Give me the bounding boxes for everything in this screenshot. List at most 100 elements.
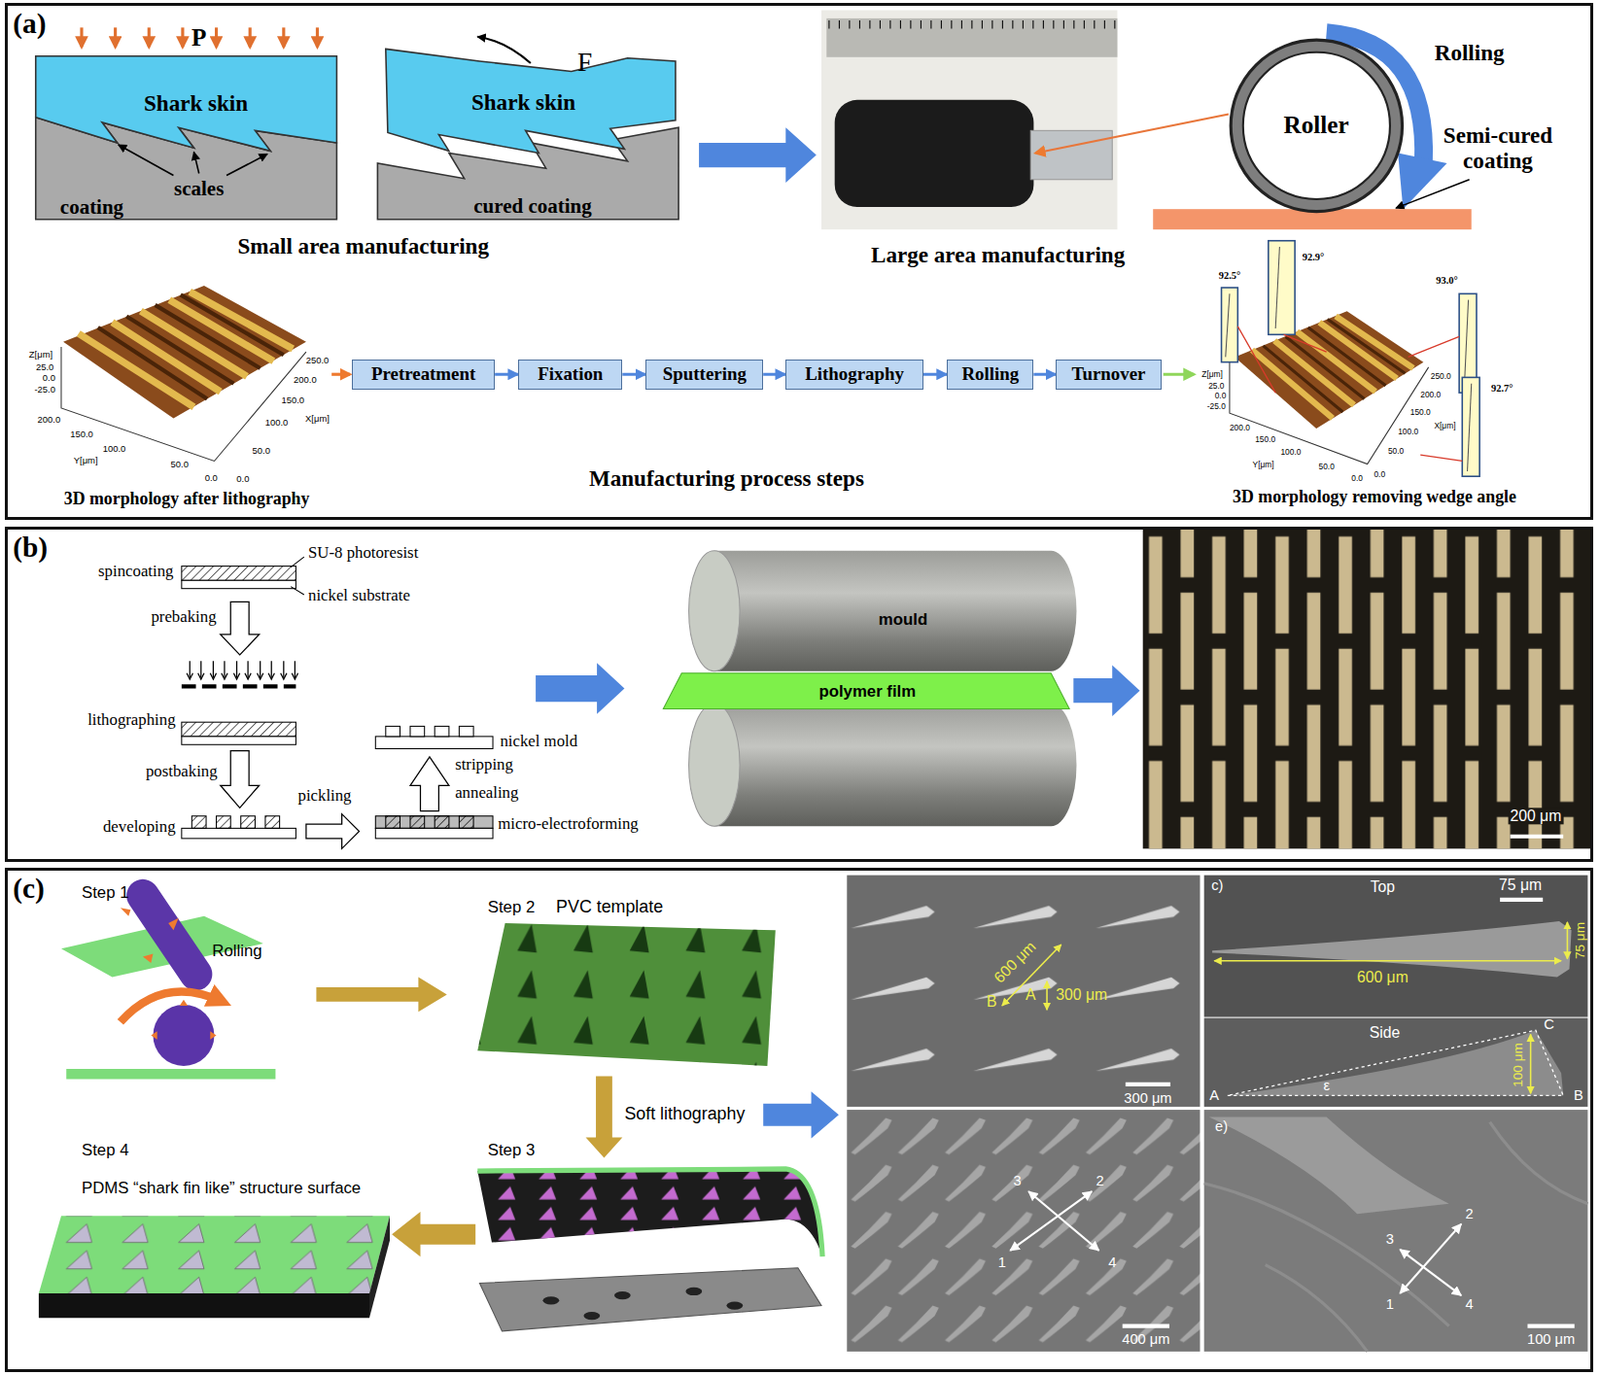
- text-label: mould: [878, 611, 928, 629]
- text-label: 0.0: [1215, 392, 1227, 402]
- text-label: Manufacturing process steps: [589, 467, 865, 492]
- panel-label: (a): [12, 7, 46, 39]
- text-label: 600 μm: [1356, 969, 1409, 986]
- process-arrows: [1163, 373, 1194, 377]
- text-label: ε: [1322, 1078, 1330, 1094]
- roll-press: [689, 703, 740, 827]
- sem-image: [1399, 1224, 1461, 1294]
- demolding-step: [542, 1296, 559, 1305]
- text-label: B: [1573, 1087, 1584, 1104]
- demolding-step: [583, 1312, 600, 1321]
- fabrication-steps: [186, 673, 298, 680]
- fabrication-steps: [181, 684, 297, 689]
- rolling-arrow: [1152, 33, 1472, 231]
- roll-press: [714, 551, 1078, 672]
- text-label: 200.0: [37, 415, 62, 425]
- angle-inset: [1221, 287, 1239, 363]
- text-label: B: [986, 993, 998, 1010]
- pressure-arrows: [214, 27, 218, 47]
- text-label: scales: [173, 178, 224, 202]
- roll-press: [662, 551, 1077, 827]
- sem-image: [1204, 1110, 1589, 1353]
- demolding-step: [685, 1287, 702, 1296]
- roller-photo: [828, 20, 1115, 29]
- fabrication-steps: [181, 556, 493, 849]
- text-label: 75 μm: [1498, 877, 1542, 895]
- demolding-step: [477, 1169, 823, 1257]
- text-label: A: [1209, 1087, 1219, 1104]
- panel-label: (b): [12, 531, 48, 563]
- demolding-step: [477, 1169, 823, 1257]
- surface-plot: [78, 291, 293, 408]
- text-label: prebaking: [150, 608, 216, 627]
- micro-pattern-image: [1143, 528, 1593, 850]
- shark-skin-mold: [226, 154, 268, 176]
- surface-plot: [61, 347, 307, 462]
- text-label: 0.0: [1351, 475, 1363, 485]
- text-label: 200.0: [293, 374, 317, 384]
- fabrication-steps: [290, 556, 305, 595]
- text-label: lithographing: [87, 711, 175, 730]
- sem-image: [1527, 1324, 1574, 1329]
- panel-label: (c): [12, 872, 45, 905]
- sem-image: [846, 875, 1588, 1353]
- roller-outer: [1230, 39, 1402, 211]
- angle-inset: [1221, 241, 1481, 477]
- text-label: 2: [1096, 1172, 1105, 1188]
- fabrication-steps: [458, 726, 474, 736]
- sem-image: [1045, 981, 1048, 1010]
- shark-skin-mold: [35, 56, 338, 220]
- sem-image: [1499, 898, 1543, 903]
- block-arrow: [1073, 664, 1140, 716]
- text-label: Step 1: [81, 883, 130, 902]
- text-label: Rolling: [1434, 40, 1505, 66]
- text-label: pickling: [298, 787, 352, 805]
- sem-image: [846, 875, 1200, 1108]
- shark-skin-peel: [385, 48, 676, 153]
- demolding-step: [477, 1169, 823, 1257]
- text-label: A: [1025, 986, 1037, 1004]
- process-box: Pretreatment: [351, 359, 495, 390]
- text-label: X[μm]: [1433, 421, 1456, 431]
- flow-arrow: [763, 373, 786, 377]
- text-label: coating: [60, 197, 124, 220]
- fabrication-steps: [220, 751, 260, 809]
- sem-image: [1204, 875, 1589, 1018]
- demolding-step: [479, 1268, 822, 1332]
- step-label: Rolling: [961, 364, 1019, 385]
- pdms-surface: [38, 1216, 390, 1294]
- pdms-surface: [369, 1216, 390, 1319]
- angle-inset: [1237, 326, 1462, 462]
- text-label: Large area manufacturing: [870, 243, 1125, 269]
- text-label: stripping: [454, 756, 514, 774]
- text-label: Shark skin: [471, 90, 576, 115]
- fabrication-steps: [265, 816, 280, 830]
- text-label: nickel mold: [499, 732, 578, 751]
- text-label: 50.0: [171, 458, 189, 469]
- text-label: 200.0: [1420, 391, 1441, 401]
- roll-press: [714, 703, 1078, 827]
- rolling-arrow: [1397, 152, 1447, 209]
- text-label: 100.0: [103, 444, 127, 454]
- roller-photo: [834, 100, 1035, 208]
- rolling-step: [66, 1069, 276, 1079]
- fabrication-steps: [181, 580, 297, 589]
- text-label: 4: [1108, 1253, 1116, 1270]
- pressure-arrows: [180, 27, 184, 47]
- pressure-arrows: [147, 27, 151, 47]
- text-label: 250.0: [306, 354, 330, 365]
- sem-image: [1204, 1018, 1589, 1108]
- gold-arrow: [391, 1212, 476, 1257]
- text-label: cured coating: [473, 196, 592, 219]
- text-label: 1: [1386, 1295, 1394, 1312]
- surface-plot: [63, 285, 307, 418]
- flow-arrow: [923, 373, 947, 377]
- pressure-arrows: [281, 27, 285, 47]
- pdms-surface: [38, 1293, 370, 1319]
- rolling-step: [179, 1000, 188, 1007]
- text-label: 3D morphology removing wedge angle: [1232, 487, 1517, 508]
- step-label: Turnover: [1072, 364, 1147, 385]
- sem-image: [1566, 922, 1569, 960]
- text-label: PDMS “shark fin like” structure surface: [81, 1180, 361, 1198]
- surface-plot: [1229, 311, 1429, 464]
